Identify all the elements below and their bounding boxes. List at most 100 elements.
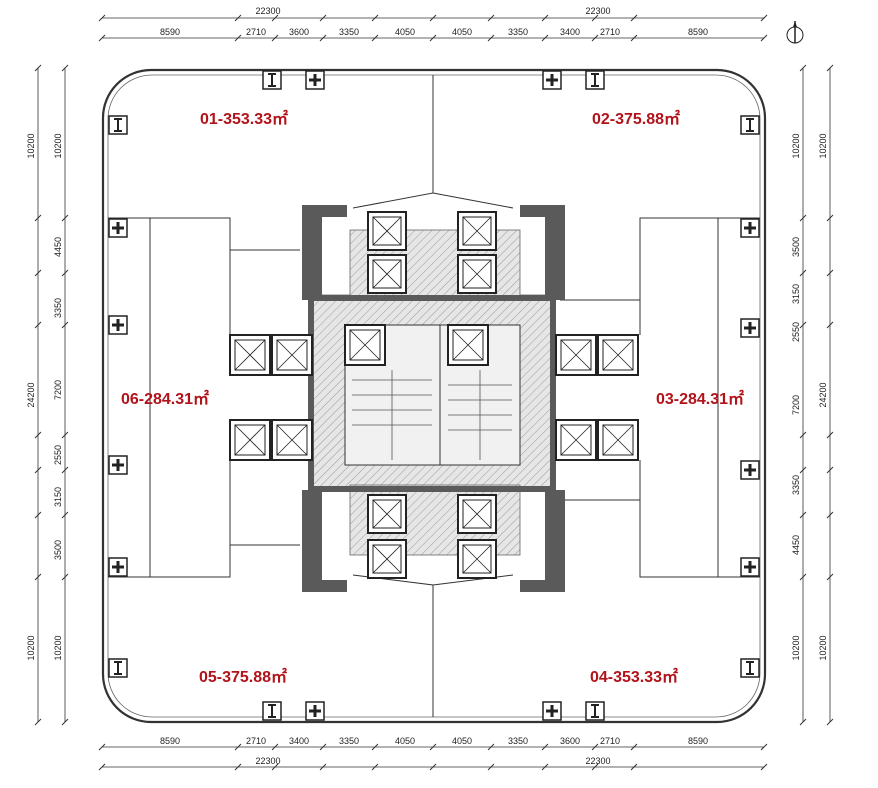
dim-left-outer: 10200 (26, 635, 36, 660)
dim-right-outer: 10200 (818, 635, 828, 660)
building-inner-line (107, 74, 761, 718)
unit-partitions (108, 75, 760, 717)
dim-left-inner: 7200 (53, 380, 63, 400)
unit-label-03: 03-284.31㎡ (656, 389, 744, 408)
elevator-shaft (597, 419, 639, 461)
dim-left-inner: 3150 (53, 487, 63, 507)
column-icon (108, 218, 128, 238)
column-icon (108, 658, 128, 678)
dim-bottom-segment: 3350 (339, 736, 359, 746)
column-icon (305, 70, 325, 90)
dim-right-inner: 3350 (791, 475, 801, 495)
elevator-shaft (597, 334, 639, 376)
elevator-shaft (271, 334, 313, 376)
dim-top-total: 22300 (255, 6, 280, 16)
dim-right-inner: 7200 (791, 395, 801, 415)
dim-top-segment: 3400 (560, 27, 580, 37)
elevator-shaft (271, 419, 313, 461)
dim-right-outer: 10200 (818, 133, 828, 158)
unit-label-06: 06-284.31㎡ (121, 389, 209, 408)
unit-label-02: 02-375.88㎡ (592, 109, 680, 128)
column-icon (542, 70, 562, 90)
dim-left-inner: 10200 (53, 133, 63, 158)
unit-label-05: 05-375.88㎡ (199, 667, 287, 686)
dim-bottom-segment: 8590 (160, 736, 180, 746)
elevator-shaft (367, 254, 407, 294)
elevator-shaft (229, 419, 271, 461)
dim-top-segment: 3600 (289, 27, 309, 37)
dim-right-inner: 4450 (791, 535, 801, 555)
dim-top-segment: 3350 (339, 27, 359, 37)
elevator-shaft (367, 539, 407, 579)
elevator-shaft (457, 494, 497, 534)
central-core (311, 229, 553, 556)
dim-right-outer: 24200 (818, 382, 828, 407)
dim-bottom-segment: 2710 (600, 736, 620, 746)
dim-left-inner: 2550 (53, 445, 63, 465)
dim-right-inner: 10200 (791, 635, 801, 660)
elevator-shaft (555, 334, 597, 376)
dim-top-segment: 2710 (600, 27, 620, 37)
column-icon (108, 557, 128, 577)
dim-bottom-segment: 8590 (688, 736, 708, 746)
dim-right-inner: 2550 (791, 322, 801, 342)
dim-right-inner: 10200 (791, 133, 801, 158)
dim-left-outer: 10200 (26, 133, 36, 158)
column-icon (108, 115, 128, 135)
unit-label-04: 04-353.33㎡ (590, 667, 678, 686)
elevator-shaft (367, 211, 407, 251)
column-icon (585, 701, 605, 721)
column-icon (740, 318, 760, 338)
column-icon (740, 115, 760, 135)
dim-left-inner: 10200 (53, 635, 63, 660)
dim-top-segment: 8590 (688, 27, 708, 37)
column-icon (740, 658, 760, 678)
dimension-ticks (34, 14, 834, 771)
dim-bottom-segment: 3350 (508, 736, 528, 746)
elevator-shaft (457, 539, 497, 579)
building-outline (101, 68, 767, 724)
elevator-shaft (555, 419, 597, 461)
dim-right-inner: 3150 (791, 284, 801, 304)
column-icon (585, 70, 605, 90)
dim-top-total: 22300 (585, 6, 610, 16)
elevator-shaft (457, 211, 497, 251)
dim-bottom-segment: 4050 (395, 736, 415, 746)
column-icon (740, 460, 760, 480)
column-icon (305, 701, 325, 721)
dim-left-outer: 24200 (26, 382, 36, 407)
dim-bottom-segment: 4050 (452, 736, 472, 746)
elevator-shaft (367, 494, 407, 534)
column-icon (542, 701, 562, 721)
perimeter-columns (108, 70, 760, 721)
elevator-shaft (447, 324, 489, 366)
column-icon (740, 218, 760, 238)
column-icon (740, 557, 760, 577)
dim-top-segment: 4050 (395, 27, 415, 37)
elevator-shaft (457, 254, 497, 294)
dim-left-inner: 4450 (53, 237, 63, 257)
unit-label-01: 01-353.33㎡ (200, 109, 288, 128)
column-icon (108, 315, 128, 335)
dim-left-inner: 3500 (53, 540, 63, 560)
core-walls (302, 205, 565, 592)
dim-right-inner: 3500 (791, 237, 801, 257)
column-icon (262, 70, 282, 90)
dim-top-segment: 8590 (160, 27, 180, 37)
north-arrow-icon (786, 21, 804, 44)
elevator-banks (229, 211, 639, 579)
elevator-shaft (229, 334, 271, 376)
dim-bottom-segment: 3600 (560, 736, 580, 746)
column-icon (108, 455, 128, 475)
dim-bottom-segment: 3400 (289, 736, 309, 746)
dim-left-inner: 3350 (53, 298, 63, 318)
dim-top-segment: 2710 (246, 27, 266, 37)
elevator-shaft (344, 324, 386, 366)
dim-bottom-segment: 2710 (246, 736, 266, 746)
dim-top-segment: 4050 (452, 27, 472, 37)
dim-bottom-total: 22300 (585, 756, 610, 766)
dim-bottom-total: 22300 (255, 756, 280, 766)
column-icon (262, 701, 282, 721)
dim-top-segment: 3350 (508, 27, 528, 37)
